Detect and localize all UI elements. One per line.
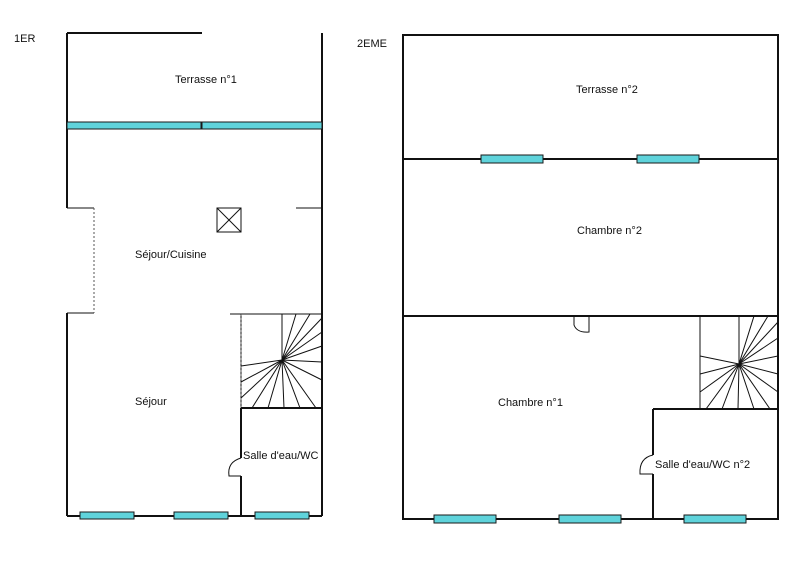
window — [254, 511, 310, 520]
window — [201, 121, 323, 130]
staircase-icon — [230, 313, 323, 409]
window — [480, 154, 544, 164]
floor-2-label: 2EME — [357, 38, 387, 50]
door-swing — [228, 457, 242, 477]
room-label-chambre-2: Chambre n°2 — [577, 225, 642, 237]
room-label-salle-eau: Salle d'eau/WC — [243, 450, 319, 462]
duct-icon-cross — [216, 207, 242, 233]
door-swing — [639, 454, 654, 475]
window — [173, 511, 229, 520]
room-label-terrasse-2: Terrasse n°2 — [576, 84, 638, 96]
door-swing — [573, 316, 590, 333]
floor-1-plan: 1ER — [14, 32, 323, 520]
room-label-chambre-1: Chambre n°1 — [498, 397, 563, 409]
floor-1-label: 1ER — [14, 33, 35, 45]
window — [433, 514, 497, 524]
window — [636, 154, 700, 164]
room-label-sejour-cuisine: Séjour/Cuisine — [135, 249, 207, 261]
room-label-terrasse-1: Terrasse n°1 — [175, 74, 237, 86]
window — [79, 511, 135, 520]
staircase-icon — [699, 315, 779, 410]
room-label-sejour: Séjour — [135, 396, 167, 408]
window — [558, 514, 622, 524]
window — [683, 514, 747, 524]
window — [66, 121, 202, 130]
floor-2-plan: 2EME — [357, 34, 779, 524]
outer-walls — [402, 34, 779, 520]
room-label-salle-eau-2: Salle d'eau/WC n°2 — [655, 459, 750, 471]
duct-icon — [216, 207, 242, 233]
